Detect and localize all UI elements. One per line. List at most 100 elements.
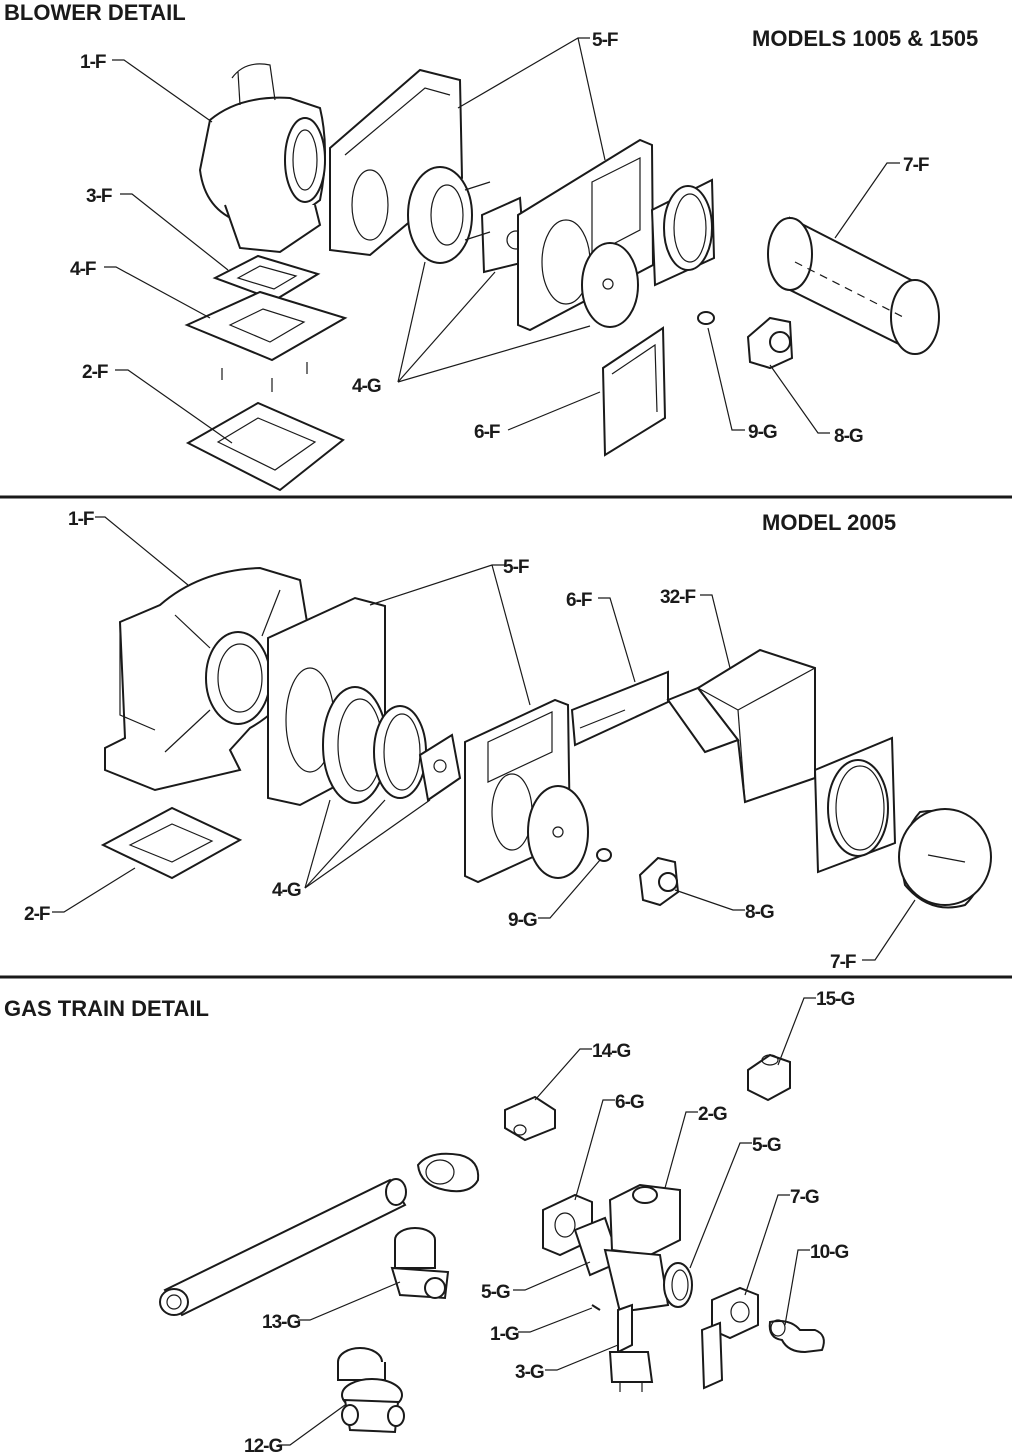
callout-6f-large: 6-F: [566, 590, 592, 611]
callout-12g: 12-G: [244, 1436, 282, 1453]
flange-part-7g: [700, 1286, 759, 1390]
callout-4g-small: 4-G: [352, 376, 381, 397]
main-valve-part-2g: [603, 1183, 681, 1314]
callout-1f-small: 1-F: [80, 52, 106, 73]
leader-5f-small-a: [457, 37, 590, 109]
cylinder-part-7f: [767, 216, 940, 355]
valve-part-13g: [390, 1227, 450, 1300]
leader-4g-large-a: [304, 799, 331, 889]
leader-7f-small: [834, 162, 900, 239]
callout-8g-small: 8-G: [834, 426, 863, 447]
regulator-part-12g: [337, 1347, 405, 1434]
leader-3f-small: [120, 193, 229, 271]
base-gasket-large-part-2f: [100, 806, 243, 880]
elbow-part-10g: [768, 1319, 825, 1354]
gasket-rings-large-part-4g: [322, 686, 462, 804]
leader-5f-small-b: [577, 37, 606, 161]
callout-4f-small: 4-F: [70, 259, 96, 280]
callout-10g: 10-G: [810, 1242, 848, 1263]
ring-plate-part: [813, 736, 897, 874]
leader-13g: [298, 1281, 401, 1321]
damper-ring-part: [650, 178, 716, 287]
front-panel-part-5f: [517, 138, 655, 332]
plate-large-part-6f: [570, 670, 669, 747]
leader-4g-small-c: [397, 325, 591, 383]
callout-5f-small: 5-F: [592, 30, 618, 51]
elbow-fitting-part: [416, 1152, 480, 1193]
leader-7f-large: [862, 899, 916, 961]
leader-7g: [744, 1194, 790, 1296]
callout-15g: 15-G: [816, 989, 854, 1010]
leader-2f-large: [52, 867, 136, 913]
cover-part-6f: [601, 326, 667, 457]
leader-4g-large-b: [304, 799, 386, 889]
callout-3g: 3-G: [515, 1362, 544, 1383]
callout-2f-small: 2-F: [82, 362, 108, 383]
callout-9g-small: 9-G: [748, 422, 777, 443]
blower-large-section: 1-F 5-F 6-F 32-F 4-G 2-F 9-G 8-G 7-F: [24, 509, 992, 973]
cylinder-large-part-7f: [898, 808, 992, 909]
blower-small-section: 1-F 3-F 4-F 2-F 5-F 4-G 6-F 7-F 9-G 8-G: [70, 30, 940, 492]
base-gasket-part-2f: [185, 401, 345, 492]
leader-4g-small-b: [397, 271, 496, 383]
callout-6g: 6-G: [615, 1092, 644, 1113]
leader-10g: [784, 1249, 810, 1326]
leader-1f-large: [95, 516, 189, 586]
leader-5f-large-b: [491, 564, 531, 706]
models-small-heading: MODELS 1005 & 1505: [752, 26, 978, 51]
callout-2g: 2-G: [698, 1104, 727, 1125]
leader-2f-small: [115, 369, 233, 444]
leader-5g-top: [689, 1142, 752, 1269]
fitting-large-part-9g: [596, 848, 612, 862]
pressure-switch-part-15g: [747, 1053, 791, 1102]
housing-frame-part-5f: [329, 68, 464, 257]
pressure-switch-part-14g: [504, 1095, 556, 1142]
model-large-heading: MODEL 2005: [762, 510, 896, 535]
gasket-part-3f: [212, 254, 321, 302]
leader-1g: [518, 1307, 593, 1333]
callout-7f-large: 7-F: [830, 952, 856, 973]
leader-9g-large: [538, 859, 601, 919]
blower-large-part-1f: [104, 566, 312, 792]
leader-4g-large-c: [304, 799, 431, 889]
leader-3g: [545, 1344, 619, 1371]
callout-13g: 13-G: [262, 1312, 300, 1333]
gasket-rings-part-4g: [407, 166, 527, 274]
callout-5g-top: 5-G: [752, 1135, 781, 1156]
leader-8g-large: [674, 889, 745, 911]
bracket-part-8g: [746, 316, 794, 370]
screw-part-1g: [591, 1304, 601, 1311]
leader-15g: [777, 997, 816, 1066]
blower-detail-heading: BLOWER DETAIL: [4, 0, 186, 25]
blower-small-part-1f: [198, 63, 326, 254]
callout-8g-large: 8-G: [745, 902, 774, 923]
gasket-ring-part-5g: [663, 1262, 693, 1308]
leader-6g: [574, 1099, 615, 1201]
gas-train-heading: GAS TRAIN DETAIL: [4, 996, 209, 1021]
leader-4g-small-a: [397, 261, 426, 383]
leader-32f-large: [700, 594, 731, 669]
fitting-part-9g: [697, 311, 715, 325]
callout-1g: 1-G: [490, 1324, 519, 1345]
callout-5g-left: 5-G: [481, 1282, 510, 1303]
bracket-part-3g: [608, 1303, 654, 1392]
callout-14g: 14-G: [592, 1041, 630, 1062]
leader-12g: [278, 1404, 346, 1446]
leader-6f-small: [507, 391, 601, 431]
callout-2f-large: 2-F: [24, 904, 50, 925]
leader-2g: [664, 1111, 698, 1189]
leader-5g-left: [513, 1261, 591, 1291]
callout-7g: 7-G: [790, 1187, 819, 1208]
leader-1f-small: [112, 59, 213, 123]
plate-part-4f: [184, 290, 348, 392]
gas-pipe-part: [159, 1178, 407, 1317]
callout-1f-large: 1-F: [68, 509, 94, 530]
leader-14g: [534, 1048, 592, 1101]
callout-6f-small: 6-F: [474, 422, 500, 443]
callout-7f-small: 7-F: [903, 155, 929, 176]
leader-6f-large: [598, 597, 636, 683]
front-panel-large-part-5f: [464, 698, 589, 884]
callout-4g-large: 4-G: [272, 880, 301, 901]
